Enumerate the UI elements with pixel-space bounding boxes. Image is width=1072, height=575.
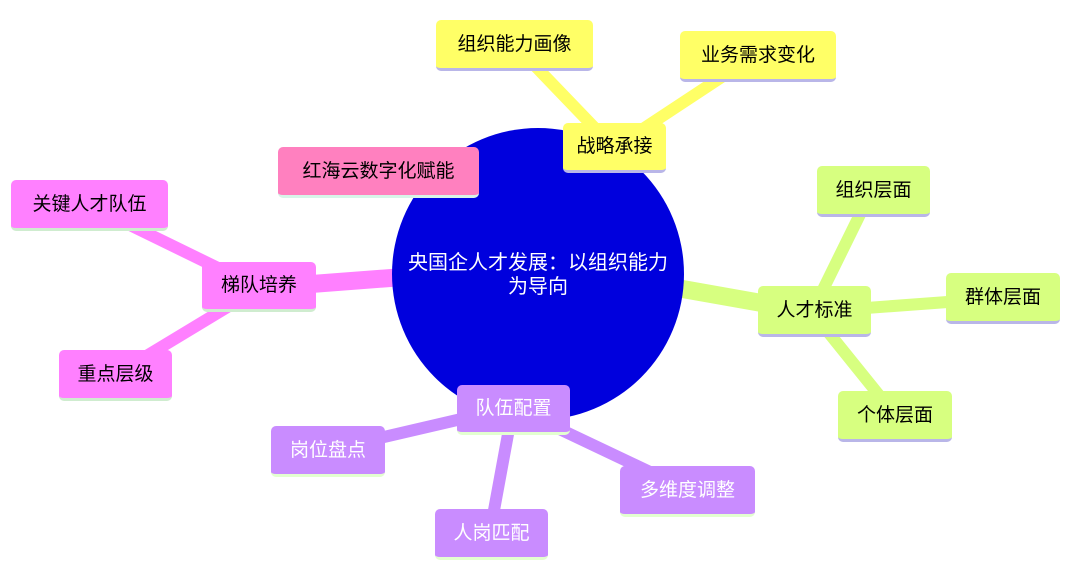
talent-standard-node[interactable]: 人才标准 <box>758 286 871 337</box>
business-demand-node[interactable]: 业务需求变化 <box>680 31 836 82</box>
post-inventory-node[interactable]: 岗位盘点 <box>271 426 385 477</box>
multi-adjust-label: 多维度调整 <box>639 478 735 501</box>
org-level-label: 组织层面 <box>835 178 912 201</box>
strategy-node[interactable]: 战略承接 <box>563 123 666 173</box>
team-config-node[interactable]: 队伍配置 <box>457 385 570 435</box>
post-match-label: 人岗匹配 <box>453 521 530 544</box>
org-level-node[interactable]: 组织层面 <box>817 166 930 217</box>
capability-profile-label: 组织能力画像 <box>457 32 572 55</box>
key-level-node[interactable]: 重点层级 <box>59 350 172 401</box>
multi-adjust-node[interactable]: 多维度调整 <box>620 466 755 517</box>
key-talent-team-label: 关键人才队伍 <box>32 192 147 215</box>
root-topic-label: 央国企人才发展：以组织能力为导向 <box>408 250 668 298</box>
post-inventory-label: 岗位盘点 <box>289 438 366 461</box>
strategy-label: 战略承接 <box>576 135 653 157</box>
talent-standard-label: 人才标准 <box>776 298 853 321</box>
echelon-training-node[interactable]: 梯队培养 <box>202 262 316 312</box>
key-talent-team-node[interactable]: 关键人才队伍 <box>11 180 168 231</box>
key-level-label: 重点层级 <box>77 362 154 385</box>
echelon-training-label: 梯队培养 <box>220 274 297 296</box>
capability-profile-node[interactable]: 组织能力画像 <box>436 20 593 71</box>
individual-level-label: 个体层面 <box>856 403 933 426</box>
post-match-node[interactable]: 人岗匹配 <box>435 509 548 560</box>
individual-level-node[interactable]: 个体层面 <box>838 391 952 442</box>
digital-empower-label: 红海云数字化赋能 <box>302 159 455 182</box>
digital-empower-node[interactable]: 红海云数字化赋能 <box>278 147 479 198</box>
team-config-label: 队伍配置 <box>475 397 552 419</box>
group-level-label: 群体层面 <box>964 285 1041 308</box>
group-level-node[interactable]: 群体层面 <box>946 273 1060 324</box>
business-demand-label: 业务需求变化 <box>700 43 815 66</box>
